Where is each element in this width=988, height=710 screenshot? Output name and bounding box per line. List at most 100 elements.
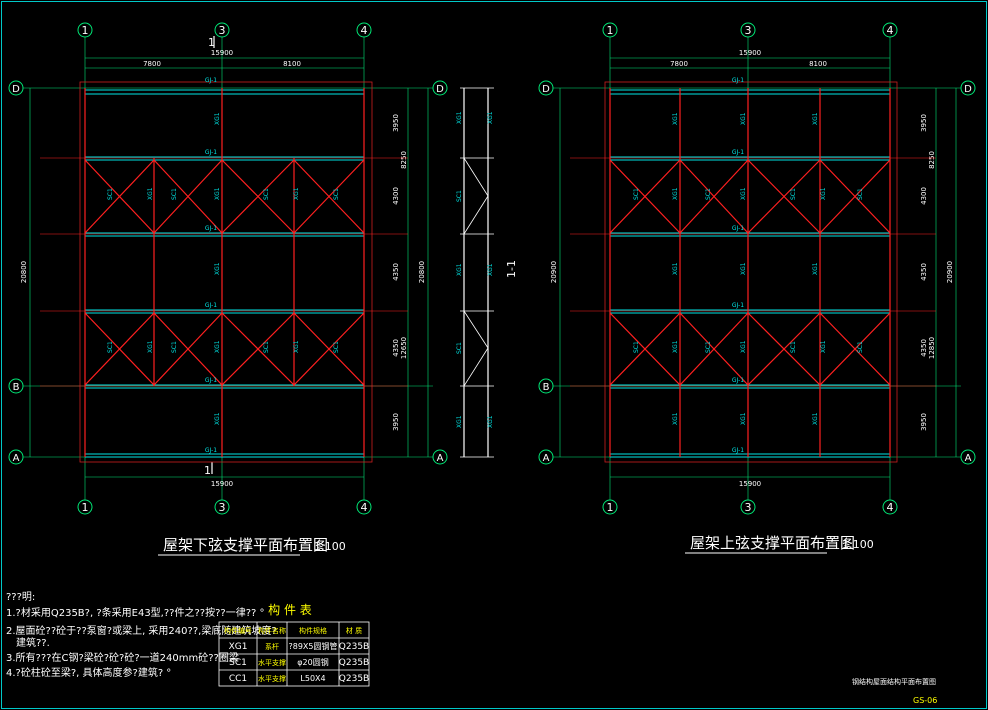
axis-bubble-4-top[interactable]: 4 <box>356 22 372 38</box>
svg-text:A: A <box>437 453 444 464</box>
svg-text:4: 4 <box>361 501 368 514</box>
svg-text:SC1: SC1 <box>333 341 340 353</box>
svg-text:SC1: SC1 <box>857 341 864 353</box>
svg-text:SC1: SC1 <box>229 658 247 668</box>
axis-bubble-4-bottom-r[interactable]: 4 <box>882 499 898 515</box>
axis-bubble-D-left-r[interactable]: D <box>538 80 554 96</box>
svg-text:SC1: SC1 <box>790 341 797 353</box>
svg-text:1: 1 <box>607 501 614 514</box>
axis-bubble-3-bottom-r[interactable]: 3 <box>740 499 756 515</box>
svg-text:3: 3 <box>219 24 226 37</box>
svg-text:B: B <box>13 382 20 393</box>
axis-bubble-1-top-r[interactable]: 1 <box>602 22 618 38</box>
svg-text:1: 1 <box>82 501 89 514</box>
svg-text:SC1: SC1 <box>633 341 640 353</box>
svg-text:XG1: XG1 <box>214 187 221 200</box>
svg-text:4: 4 <box>887 501 894 514</box>
section-view: XG1 XG1 SC1 XG1 XG1 SC1 XG1 XG1 1-1 <box>456 87 518 458</box>
dim-left-total: 20800 <box>20 261 28 283</box>
axis-bubble-A-left-r[interactable]: A <box>538 449 554 465</box>
svg-text:XG1: XG1 <box>487 111 494 124</box>
axis-bubble-A-right[interactable]: A <box>432 449 448 465</box>
dim-right-3: 4350 <box>392 263 400 281</box>
axis-bubble-A-right-r[interactable]: A <box>960 449 976 465</box>
dim-left-total-r: 20900 <box>550 261 558 283</box>
svg-text:XG1: XG1 <box>672 112 679 125</box>
axis-bubble-D-right[interactable]: D <box>432 80 448 96</box>
notes-header: ???明: <box>6 591 35 603</box>
axis-bubble-D-left[interactable]: D <box>8 80 24 96</box>
axis-bubble-A-left[interactable]: A <box>8 449 24 465</box>
svg-text:8250: 8250 <box>928 151 936 169</box>
svg-text:4: 4 <box>887 24 894 37</box>
axis-bubble-D-right-r[interactable]: D <box>960 80 976 96</box>
svg-text:4: 4 <box>361 24 368 37</box>
svg-text:3: 3 <box>219 501 226 514</box>
svg-text:SC1: SC1 <box>107 188 114 200</box>
svg-text:XG1: XG1 <box>812 262 819 275</box>
svg-text:Q235B: Q235B <box>339 658 369 668</box>
axis-bubble-4-top-r[interactable]: 4 <box>882 22 898 38</box>
svg-text:A: A <box>13 453 20 464</box>
svg-text:XG1: XG1 <box>487 263 494 276</box>
svg-text:SC1: SC1 <box>790 188 797 200</box>
svg-text:XG1: XG1 <box>293 187 300 200</box>
svg-text:SC1: SC1 <box>171 341 178 353</box>
svg-text:SC1: SC1 <box>263 341 270 353</box>
svg-text:?89X5圆钢管: ?89X5圆钢管 <box>289 641 338 651</box>
left-plan-title: 屋架下弦支撑平面布置图 <box>163 536 328 554</box>
svg-text:GJ-1: GJ-1 <box>205 377 217 384</box>
dim-top-span1: 7800 <box>143 60 161 68</box>
svg-text:4350: 4350 <box>920 263 928 281</box>
svg-text:D: D <box>542 84 550 95</box>
notes-line-2: 2.屋面砼??砼于??泵窗?或梁上, 采用240??,梁底随建筑坡度? <box>6 624 277 637</box>
svg-text:SC1: SC1 <box>107 341 114 353</box>
right-plan-title: 屋架上弦支撑平面布置图 <box>690 534 855 552</box>
svg-text:GJ-1: GJ-1 <box>205 447 217 454</box>
svg-text:XG1: XG1 <box>740 187 747 200</box>
notes-line-3: 3.所有???在C钢?梁砼?砼?砼?一道240mm砼??圈梁 <box>6 651 239 664</box>
svg-text:SC1: SC1 <box>171 188 178 200</box>
svg-text:XG1: XG1 <box>820 340 827 353</box>
axis-bubble-3-bottom[interactable]: 3 <box>214 499 230 515</box>
svg-text:GJ-1: GJ-1 <box>205 77 217 84</box>
dim-right-total-r: 20900 <box>946 261 954 283</box>
axis-bubble-1-bottom[interactable]: 1 <box>77 499 93 515</box>
left-plan: 1 3 4 1 3 4 D B <box>8 22 448 556</box>
axis-bubble-1-top[interactable]: 1 <box>77 22 93 38</box>
svg-text:3: 3 <box>745 501 752 514</box>
section-mark-top: 1 <box>208 36 215 49</box>
svg-text:D: D <box>12 84 20 95</box>
svg-text:3950: 3950 <box>920 114 928 132</box>
svg-text:GJ-1: GJ-1 <box>205 302 217 309</box>
axis-bubble-3-top[interactable]: 3 <box>214 22 230 38</box>
axis-bubble-B-left-r[interactable]: B <box>538 378 554 394</box>
svg-text:SC1: SC1 <box>705 188 712 200</box>
svg-text:XG1: XG1 <box>214 412 221 425</box>
dim-right-4: 4350 <box>392 339 400 357</box>
svg-text:GJ-1: GJ-1 <box>205 149 217 156</box>
right-plan-scale: 1:100 <box>842 538 874 551</box>
svg-text:SC1: SC1 <box>857 188 864 200</box>
svg-text:4300: 4300 <box>920 187 928 205</box>
svg-text:GJ-1: GJ-1 <box>732 225 744 232</box>
axis-bubble-1-bottom-r[interactable]: 1 <box>602 499 618 515</box>
svg-text:XG1: XG1 <box>672 340 679 353</box>
vertical-members <box>84 88 365 457</box>
svg-text:4350: 4350 <box>920 339 928 357</box>
svg-text:SC1: SC1 <box>633 188 640 200</box>
svg-text:Q235B: Q235B <box>339 674 369 684</box>
axis-bubble-3-top-r[interactable]: 3 <box>740 22 756 38</box>
axis-bubble-4-bottom[interactable]: 4 <box>356 499 372 515</box>
dim-right-2: 4300 <box>392 187 400 205</box>
table-header-0: 构件编号 <box>224 626 252 635</box>
svg-text:SC1: SC1 <box>456 342 463 354</box>
svg-text:3950: 3950 <box>920 413 928 431</box>
svg-text:SC1: SC1 <box>705 341 712 353</box>
svg-text:SC1: SC1 <box>263 188 270 200</box>
svg-text:XG1: XG1 <box>487 415 494 428</box>
notes-line-2b: 建筑??. <box>16 636 50 649</box>
axis-bubble-B-left[interactable]: B <box>8 378 24 394</box>
dim-bottom-total: 15900 <box>211 480 233 488</box>
